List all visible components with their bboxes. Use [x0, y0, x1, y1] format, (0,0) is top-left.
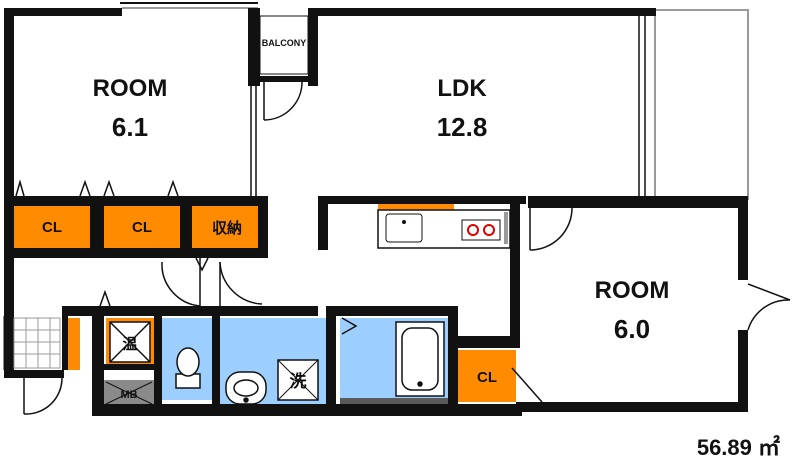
closet-3 [458, 350, 516, 402]
closet-door-marks [15, 179, 209, 307]
closet-3-label: CL [477, 369, 497, 386]
room-left-size: 6.1 [112, 112, 148, 142]
storage-label: 収納 [212, 219, 242, 237]
washer-pan-icon [277, 359, 319, 401]
balcony-box [259, 15, 309, 75]
closet-1 [14, 206, 90, 248]
sink-icon [225, 371, 267, 405]
balcony-label: BALCONY [262, 38, 307, 48]
closet-2-label: CL [132, 219, 152, 236]
closet-2 [104, 206, 180, 248]
closet-1-label: CL [42, 219, 62, 236]
meter-cross [105, 381, 153, 405]
kitchen-counter [377, 209, 511, 249]
ldk-name: LDK [437, 75, 487, 102]
outdoor-outline [122, 7, 749, 200]
bath-door-mark [341, 317, 358, 335]
toilet-icon [175, 347, 201, 389]
ldk-size: 12.8 [437, 112, 488, 142]
walls [4, 8, 748, 416]
heater-cross [109, 321, 151, 363]
bathtub-icon [395, 321, 445, 397]
washer-label: 洗 [290, 371, 307, 391]
bath-floor-line [340, 398, 448, 404]
kitchen-strip [378, 202, 454, 210]
kitchen-sink-icon [385, 213, 423, 243]
meter-box-label: MB [120, 389, 137, 401]
windows [3, 2, 646, 370]
door-swing-icon [23, 81, 791, 415]
total-area: 56.89 ㎡ [696, 435, 780, 460]
room-right-size: 6.0 [614, 314, 650, 344]
room-left-name: ROOM [93, 75, 168, 102]
water-heater-label: 温 [122, 336, 137, 353]
storage-closet [192, 206, 262, 248]
stove-icon [461, 219, 501, 241]
room-right-name: ROOM [595, 277, 670, 304]
entrance-tile [13, 317, 61, 369]
